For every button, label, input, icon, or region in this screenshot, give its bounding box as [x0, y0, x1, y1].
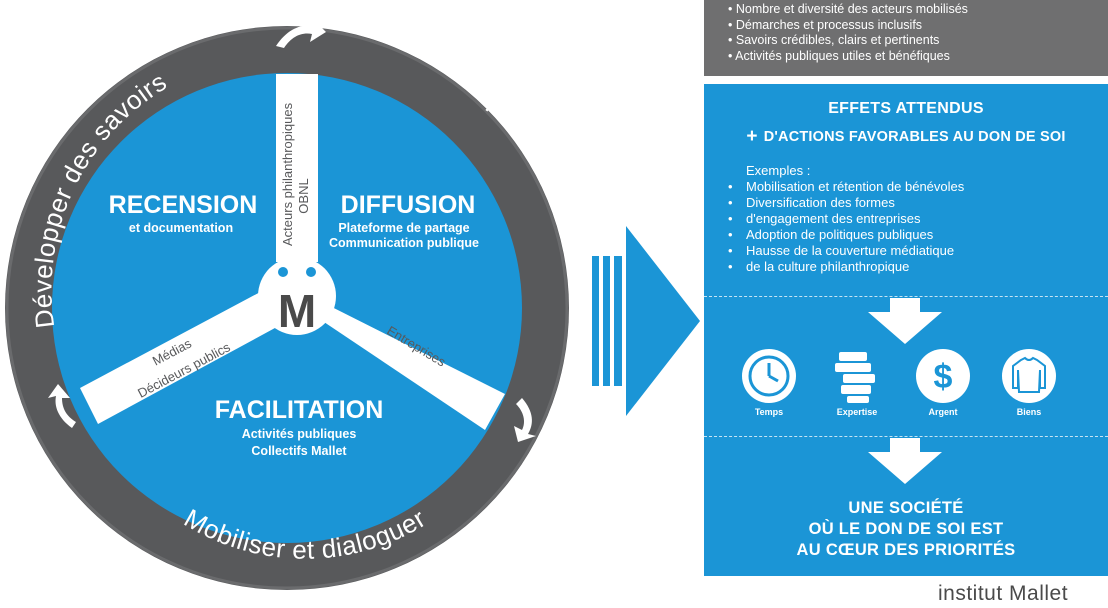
- hands-icon: [835, 352, 875, 403]
- diffusion-title: DIFFUSION: [341, 191, 476, 219]
- effects-title: EFFETS ATTENDUS: [828, 100, 984, 117]
- spoke-top-label-2: OBNL: [296, 178, 311, 213]
- outer-ring-highlight: [5, 26, 569, 590]
- resource-label: Argent: [928, 407, 958, 417]
- dashed-divider-2: [704, 436, 1108, 437]
- effects-subtitle-text: D'ACTIONS FAVORABLES AU DON DE SOI: [763, 129, 1066, 145]
- example-item-continued: d'engagement des entreprises: [724, 211, 1104, 227]
- resource-label: Expertise: [836, 407, 878, 417]
- center-logo-dot-left: [278, 267, 288, 277]
- recension-title: RECENSION: [109, 191, 258, 219]
- ring-arrow-top-icon: [276, 18, 326, 48]
- connector-arrow-icon: [592, 226, 700, 416]
- sweater-icon: [1002, 349, 1056, 403]
- facilitation-title: FACILITATION: [215, 396, 384, 424]
- ring-arrow-left-icon: [48, 384, 76, 428]
- diffusion-line1: Plateforme de partage: [338, 221, 469, 235]
- down-arrow-2-icon: [868, 438, 942, 484]
- criteria-list: Nombre et diversité des acteurs mobilisé…: [728, 2, 1108, 64]
- ring-arrow-right-icon: [514, 398, 536, 442]
- example-item-continued: de la culture philanthropique: [724, 259, 1104, 275]
- spoke-left: [80, 290, 286, 424]
- example-item: Diversification des formes: [724, 195, 1104, 211]
- spoke-top-label-1: Acteurs philanthropiques: [280, 102, 295, 246]
- examples-block: Exemples : Mobilisation et rétention de …: [724, 163, 1104, 275]
- criteria-box: Nombre et diversité des acteurs mobilisé…: [704, 0, 1108, 76]
- final-line: AU CŒUR DES PRIORITÉS: [796, 541, 1016, 559]
- effects-subtitle: + D'ACTIONS FAVORABLES AU DON DE SOI: [704, 126, 1108, 148]
- criteria-item: Nombre et diversité des acteurs mobilisé…: [728, 2, 1108, 18]
- spoke-right: [300, 291, 505, 430]
- dashed-divider-1: [704, 296, 1108, 297]
- facilitation-line1: Activités publiques: [242, 427, 357, 441]
- final-statement: UNE SOCIÉTÉ OÙ LE DON DE SOI EST AU CŒUR…: [704, 498, 1108, 561]
- criteria-item: Savoirs crédibles, clairs et pertinents: [728, 33, 1108, 49]
- plus-icon: +: [746, 126, 758, 147]
- criteria-item: Démarches et processus inclusifs: [728, 18, 1108, 34]
- clock-icon: [742, 349, 796, 403]
- institut-mallet-logo: institut Mallet: [938, 582, 1069, 605]
- example-item: Hausse de la couverture médiatique: [724, 243, 1104, 259]
- down-arrow-1-icon: [868, 298, 942, 344]
- center-logo-dot-right: [306, 267, 316, 277]
- example-item: Adoption de politiques publiques: [724, 227, 1104, 243]
- resource-argent: $ Argent: [908, 348, 978, 417]
- resource-label: Biens: [1016, 407, 1042, 417]
- center-logo-letter: M: [278, 285, 316, 337]
- final-line: OÙ LE DON DE SOI EST: [808, 520, 1004, 538]
- dollar-icon: $: [916, 349, 970, 403]
- facilitation-line2: Collectifs Mallet: [251, 444, 347, 458]
- cycle-diagram: M Développer des savoirs Partager Mobili…: [5, 18, 700, 590]
- final-line: UNE SOCIÉTÉ: [848, 499, 964, 517]
- resource-temps: Temps: [734, 348, 804, 417]
- svg-text:$: $: [934, 358, 953, 396]
- recension-sub: et documentation: [129, 221, 233, 235]
- resource-expertise: Expertise: [822, 348, 892, 417]
- effects-box: EFFETS ATTENDUS + D'ACTIONS FAVORABLES AU…: [704, 84, 1108, 576]
- resource-label: Temps: [754, 407, 784, 417]
- resource-biens: Biens: [994, 348, 1064, 417]
- example-item: Mobilisation et rétention de bénévoles: [724, 179, 1104, 195]
- diffusion-line2: Communication publique: [329, 236, 479, 250]
- spoke-top: [276, 74, 318, 262]
- examples-list: Mobilisation et rétention de bénévoles D…: [724, 179, 1104, 275]
- criteria-item: Activités publiques utiles et bénéfiques: [728, 49, 1108, 65]
- examples-heading: Exemples :: [746, 163, 811, 178]
- center-logo-circle: [258, 257, 336, 335]
